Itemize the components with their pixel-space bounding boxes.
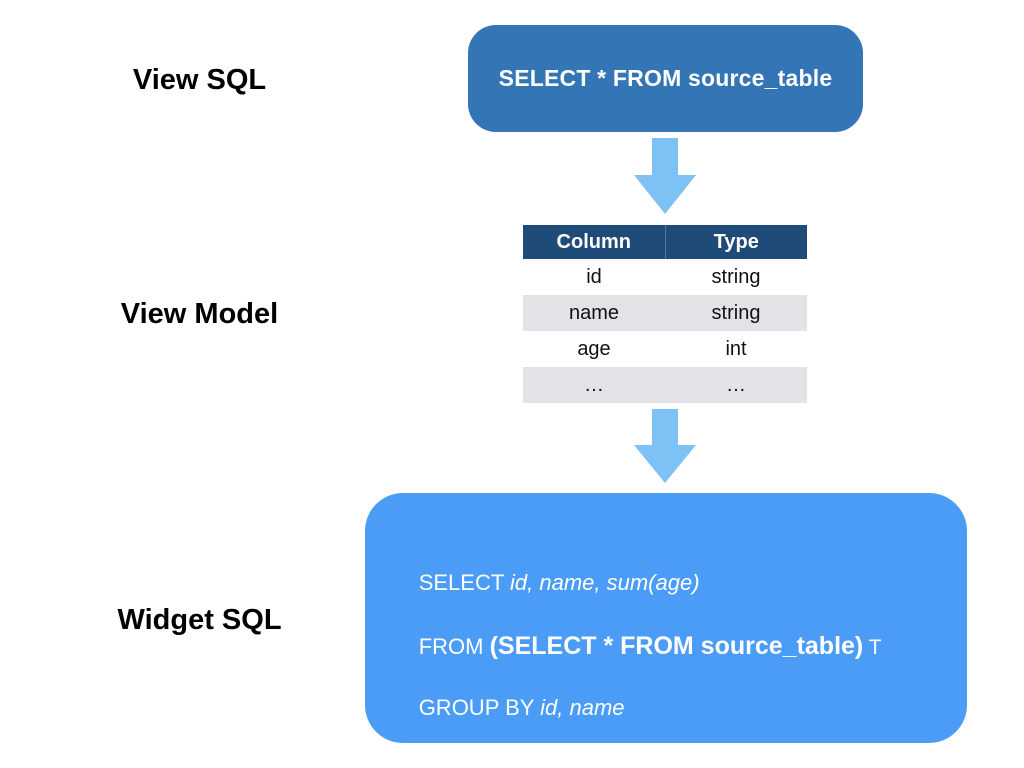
view-sql-box: SELECT * FROM source_table (468, 25, 863, 132)
down-arrow-icon (634, 409, 696, 484)
table-cell: name (523, 295, 665, 331)
table-header-row: Column Type (523, 225, 807, 259)
view-sql-text: SELECT * FROM source_table (498, 65, 833, 91)
widget-sql-line-from: FROM (SELECT * FROM source_table) T (382, 605, 882, 688)
table-row: name string (523, 295, 807, 331)
table-row: … … (523, 367, 807, 403)
table-cell: string (711, 265, 761, 288)
down-arrow-icon (634, 138, 696, 214)
sql-select-columns: id, name, sum(age) (510, 570, 700, 596)
table-row: id string (523, 259, 807, 295)
widget-sql-line-groupby: GROUP BY id, name (382, 669, 625, 748)
table-cell: age (577, 337, 611, 360)
table-cell: … (523, 367, 665, 403)
sql-keyword-select: SELECT (418, 570, 510, 596)
view-model-label: View Model (120, 298, 279, 330)
table-header-type: Type (664, 225, 807, 259)
sql-keyword-group-by: GROUP BY (418, 695, 541, 721)
widget-sql-box: SELECT id, name, sum(age) FROM (SELECT *… (365, 493, 967, 743)
view-sql-label: View SQL (132, 64, 267, 96)
table-cell: string (665, 295, 807, 331)
sql-group-columns: id, name (540, 695, 625, 721)
sql-table-alias: T (863, 636, 882, 660)
sql-keyword-from: FROM (418, 634, 490, 660)
widget-sql-line-select: SELECT id, name, sum(age) (382, 544, 700, 623)
table-header-column: Column (523, 225, 665, 259)
widget-sql-label: Widget SQL (117, 604, 282, 636)
table-cell: … (665, 367, 807, 403)
table-cell: int (725, 337, 747, 360)
view-model-table: Column Type id string name string age in… (523, 225, 807, 403)
table-row: age int (523, 331, 807, 367)
table-cell: id (586, 265, 602, 288)
sql-subquery: (SELECT * FROM source_table) (489, 632, 864, 661)
